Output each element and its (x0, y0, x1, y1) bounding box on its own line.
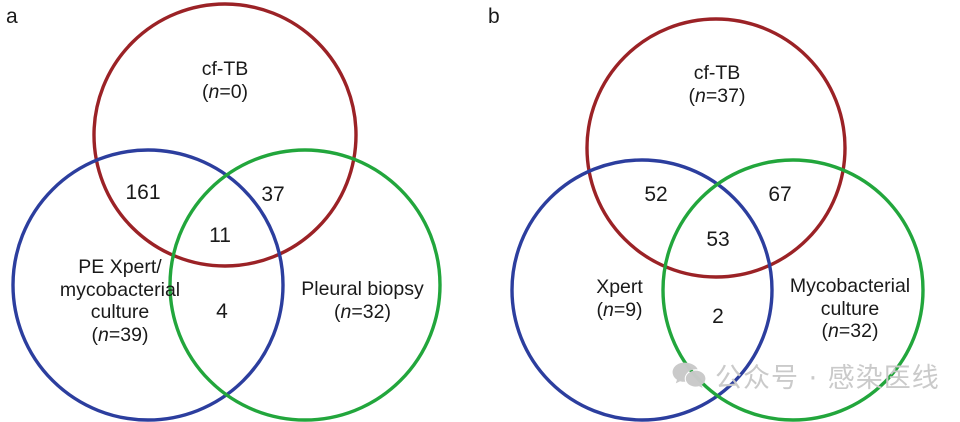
circle-top-red (585, 17, 847, 279)
panel-a: a cf-TB (n=0) PE Xpert/ mycobacterial cu… (6, 2, 442, 422)
circle-top-red (92, 2, 358, 268)
panel-a-venn-circles (11, 2, 442, 422)
circle-left-blue (11, 148, 285, 422)
circle-right-green (168, 148, 442, 422)
circle-right-green (661, 158, 925, 422)
panel-b: b cf-TB (n=37) Xpert (n=9) Mycobacterial… (480, 0, 960, 422)
panel-b-venn-circles (510, 17, 925, 422)
panel-b-letter: b (488, 5, 500, 28)
circle-left-blue (510, 158, 774, 422)
panel-a-letter: a (6, 5, 18, 28)
